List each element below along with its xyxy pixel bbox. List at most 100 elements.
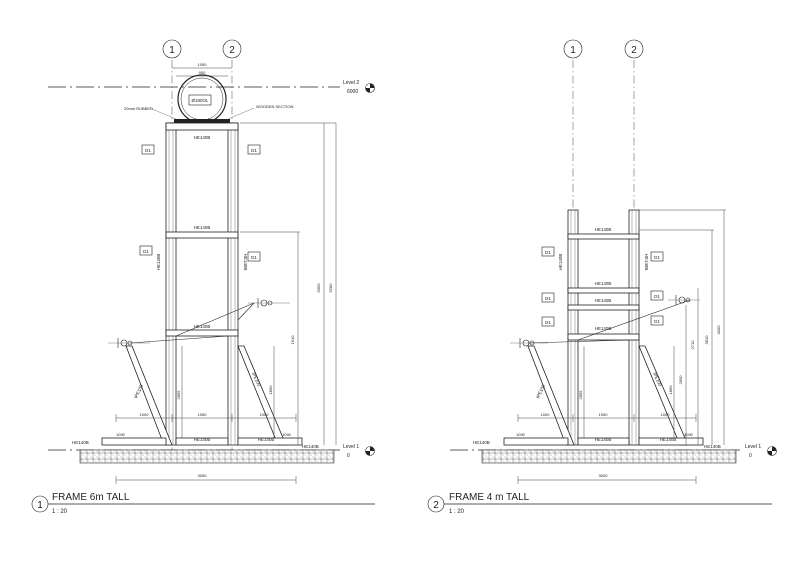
level-2-elev: 6000	[347, 89, 358, 95]
dim-base-left: 1000	[140, 412, 150, 417]
dim-overall-base: 3050	[198, 473, 208, 478]
ground-slab-2	[481, 449, 737, 464]
level-2-name: Level 2	[343, 80, 359, 86]
dim-height-a: 5050	[316, 283, 321, 293]
beam-4-2	[567, 333, 640, 341]
base-label-left: HE140B	[72, 440, 89, 445]
tag-d1-a-label: D1	[145, 148, 151, 153]
dim-height-d-2: 2600	[678, 375, 683, 385]
dim-top-width: 1050	[198, 62, 208, 67]
level-1-elev: 0	[347, 453, 350, 459]
dim-brace-left-2: 2855	[578, 390, 583, 400]
base-beam-right-2	[638, 437, 704, 446]
beam-1-2	[567, 233, 640, 240]
dim-height-b: 5280	[328, 283, 333, 293]
tag-d1-2c	[541, 292, 555, 303]
dim-inner-width: 900	[199, 70, 206, 75]
dim-overall-base-2: 3000	[599, 473, 609, 478]
strut-label-right-2: IPE100	[652, 372, 663, 388]
tag-d1-2d-label: D1	[654, 294, 660, 299]
grid-label-2: 2	[229, 45, 235, 56]
grid-bubble-2b	[624, 39, 644, 59]
level-1-marker-icon	[365, 446, 375, 456]
dim-height-c: 1610	[290, 335, 295, 345]
tag-d1-d	[247, 251, 261, 262]
tag-d1-2a	[541, 246, 555, 257]
level-1-elev-2: 0	[749, 453, 752, 459]
grid-label-1: 1	[169, 45, 175, 56]
tag-d1-2f-label: D1	[654, 319, 660, 324]
grid-bubble-1b	[563, 39, 583, 59]
dim-height-b-2: 3810	[704, 335, 709, 345]
view-1-frame-6m: 1 2 Level 2 6000 Ø180OL 1050 900 20mm RU…	[31, 39, 375, 515]
level-1-name: Level 1	[343, 444, 359, 450]
tag-d1-2a-label: D1	[545, 250, 551, 255]
tag-d1-2e	[541, 316, 555, 327]
dim-height-a-2: 4000	[716, 325, 721, 335]
view-number-1: 1	[37, 500, 43, 511]
beam-label-4-2: HE140B	[595, 326, 612, 331]
level-1-marker-2-icon	[767, 446, 777, 456]
dim-height-c-2: 2710	[690, 340, 695, 350]
column-right-2	[628, 209, 640, 446]
dim-base-mid-2: 1050	[599, 412, 609, 417]
tag-d1-b-label: D1	[251, 148, 257, 153]
level-1-name-2: Level 1	[745, 444, 761, 450]
base-label-far: HE140B	[302, 444, 319, 449]
grid-label-2b: 2	[631, 45, 637, 56]
grid-label-1b: 1	[570, 45, 576, 56]
view-title-2: FRAME 4 m TALL	[449, 492, 530, 503]
dim-base-right: 1000	[260, 412, 270, 417]
tag-d1-d-label: D1	[251, 255, 257, 260]
base-label-mid: HE140B	[194, 437, 211, 442]
beam-2-2	[567, 287, 640, 294]
base-beam-left-2	[503, 437, 569, 446]
strut-label-left-2: IPE100	[535, 383, 546, 399]
tag-d1-2d	[650, 290, 664, 301]
tag-d1-2b-label: D1	[654, 255, 660, 260]
base-label-mid-2: HE140B	[595, 437, 612, 442]
strut-left-2	[527, 345, 575, 446]
dim-base-right-2: 1000	[661, 412, 671, 417]
strut-left	[125, 345, 173, 446]
base-beam-left	[101, 437, 167, 446]
column-label-left: HE140B	[156, 254, 161, 271]
beam-3-2	[567, 304, 640, 311]
view-2-frame-4m: 1 2 HE140B HE140B HE140B HE140B HE140B H…	[427, 39, 777, 515]
strut-right	[237, 345, 287, 446]
base-label-left-2: HE140B	[473, 440, 490, 445]
view-title-1: FRAME 6m TALL	[52, 492, 130, 503]
pipe-label-box	[188, 94, 212, 106]
base-beam-mid-2	[577, 437, 630, 446]
column-label-right: HE140B	[243, 254, 248, 271]
tag-d1-2e-label: D1	[545, 320, 551, 325]
dim-small-left-2: 1090	[516, 432, 526, 437]
column-left	[165, 122, 177, 446]
beam-mid	[165, 231, 239, 239]
beam-label-2-2: HE140B	[595, 281, 612, 286]
pipe-clamp-right-icon	[248, 298, 290, 308]
strut-label-right: IPE100	[251, 372, 262, 388]
tag-d1-c-label: D1	[143, 249, 149, 254]
grid-bubble-1	[162, 39, 182, 59]
note-rubber: 20mm RUBBER	[124, 106, 153, 111]
tag-d1-b	[247, 144, 261, 155]
grid-bubble-2	[222, 39, 242, 59]
beam-label-low: HE140B	[194, 324, 211, 329]
tag-d1-2b	[650, 251, 664, 262]
beam-label-3-2: HE140B	[595, 298, 612, 303]
base-label-right: HE140B	[258, 437, 275, 442]
base-beam-right	[237, 437, 303, 446]
beam-top	[165, 122, 239, 131]
view-scale-1: 1 : 20	[52, 509, 68, 515]
dim-brace-right: 1860	[268, 385, 273, 395]
tag-d1-a	[141, 144, 155, 155]
dim-base-left-2: 1000	[541, 412, 551, 417]
view-scale-2: 1 : 20	[449, 509, 465, 515]
dim-brace-left: 2855	[176, 390, 181, 400]
beam-label-mid: HE140B	[194, 225, 211, 230]
base-label-right-2: HE140B	[660, 437, 677, 442]
base-label-far-2: HE140B	[704, 444, 721, 449]
strut-right-2	[638, 345, 689, 446]
